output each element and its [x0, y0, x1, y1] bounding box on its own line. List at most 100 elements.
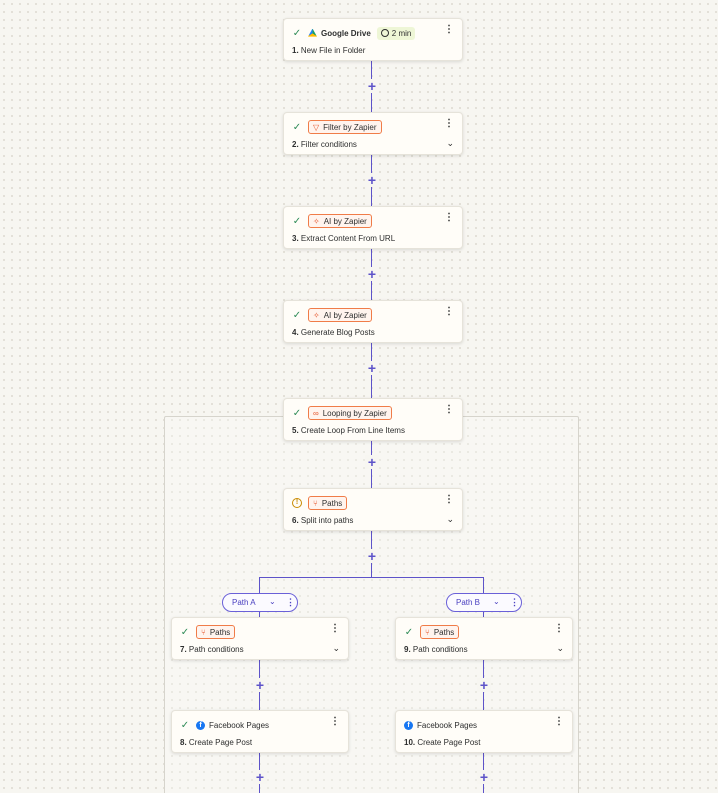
connector-line	[259, 753, 260, 770]
clock-icon	[380, 29, 389, 37]
more-options-icon[interactable]: ⋮	[444, 24, 454, 35]
more-options-icon[interactable]: ⋮	[444, 212, 454, 223]
step-card-5[interactable]: ✓ ∞ Looping by Zapier ⋮ 5. Create Loop F…	[283, 398, 463, 441]
step-title: 4. Generate Blog Posts	[292, 328, 375, 337]
paths-icon: ⑂	[201, 627, 206, 637]
paths-icon: ⑂	[313, 498, 318, 508]
add-step-plus-icon[interactable]: +	[477, 678, 491, 692]
step-header: ✓ ▽ Filter by Zapier	[292, 120, 382, 134]
path-a-pill[interactable]: Path A ⌄ ⋮	[222, 593, 298, 612]
step-title: 7. Path conditions	[180, 645, 244, 654]
app-name: Facebook Pages	[417, 720, 478, 730]
connector-line	[483, 577, 484, 594]
step-title-text: Extract Content From URL	[300, 234, 396, 243]
more-options-icon[interactable]: ⋮	[444, 494, 454, 505]
add-step-plus-icon[interactable]: +	[365, 361, 379, 375]
step-title: 5. Create Loop From Line Items	[292, 426, 405, 435]
more-options-icon[interactable]: ⋮	[330, 716, 340, 727]
step-header: ✓ ∞ Looping by Zapier	[292, 406, 392, 420]
add-step-plus-icon[interactable]: +	[365, 267, 379, 281]
step-title: 10. Create Page Post	[404, 738, 481, 747]
connector-line	[371, 469, 372, 489]
app-badge: ⑂ Paths	[196, 625, 236, 639]
add-step-plus-icon[interactable]: +	[253, 770, 267, 784]
chevron-down-icon[interactable]: ⌄	[446, 138, 454, 148]
step-title: 9. Path conditions	[404, 645, 468, 654]
app-name: Google Drive	[321, 28, 371, 38]
step-number: 8.	[180, 738, 187, 747]
step-card-4[interactable]: ✓ ✧ AI by Zapier ⋮ 4. Generate Blog Post…	[283, 300, 463, 343]
connector-line	[483, 659, 484, 678]
check-icon: ✓	[404, 626, 414, 638]
step-header: ✓ f Facebook Pages	[180, 718, 269, 732]
step-card-7[interactable]: ✓ ⑂ Paths ⋮ ⌄ 7. Path conditions	[171, 617, 349, 660]
step-title-text: Create Page Post	[417, 738, 481, 747]
warning-icon: !	[292, 498, 302, 508]
add-step-plus-icon[interactable]: +	[365, 455, 379, 469]
step-number: 5.	[292, 426, 299, 435]
more-options-icon[interactable]: ⋮	[554, 716, 564, 727]
more-options-icon[interactable]: ⋮	[510, 597, 519, 607]
check-icon: ✓	[180, 719, 190, 731]
step-title-text: Path conditions	[412, 645, 468, 654]
app-badge: f Facebook Pages	[196, 718, 269, 732]
step-number: 9.	[404, 645, 411, 654]
step-card-3[interactable]: ✓ ✧ AI by Zapier ⋮ 3. Extract Content Fr…	[283, 206, 463, 249]
connector-line	[259, 612, 260, 619]
ai-sparkle-icon: ✧	[313, 310, 320, 320]
more-options-icon[interactable]: ⋮	[444, 306, 454, 317]
step-title: 8. Create Page Post	[180, 738, 252, 747]
step-title-text: Generate Blog Posts	[300, 328, 375, 337]
check-icon: ✓	[292, 309, 302, 321]
add-step-plus-icon[interactable]: +	[253, 678, 267, 692]
add-step-plus-icon[interactable]: +	[365, 549, 379, 563]
path-b-pill[interactable]: Path B ⌄ ⋮	[446, 593, 522, 612]
step-header: ✓ ⑂ Paths	[404, 625, 460, 639]
step-card-6[interactable]: ! ⑂ Paths ⋮ ⌄ 6. Split into paths	[283, 488, 463, 531]
ai-sparkle-icon: ✧	[313, 216, 320, 226]
add-step-plus-icon[interactable]: +	[477, 770, 491, 784]
step-title: 6. Split into paths	[292, 516, 353, 525]
step-card-2[interactable]: ✓ ▽ Filter by Zapier ⋮ ⌄ 2. Filter condi…	[283, 112, 463, 155]
connector-line	[371, 343, 372, 361]
app-badge: ⑂ Paths	[308, 496, 348, 510]
branch-line	[259, 577, 484, 578]
chevron-down-icon[interactable]: ⌄	[446, 514, 454, 524]
more-options-icon[interactable]: ⋮	[554, 623, 564, 634]
check-icon: ✓	[292, 215, 302, 227]
connector-line	[371, 531, 372, 549]
connector-line	[371, 563, 372, 578]
step-header: f Facebook Pages	[404, 718, 477, 732]
more-options-icon[interactable]: ⋮	[330, 623, 340, 634]
step-title-text: Create Loop From Line Items	[300, 426, 405, 435]
step-card-10[interactable]: f Facebook Pages ⋮ 10. Create Page Post	[395, 710, 573, 753]
step-card-1[interactable]: ✓ Google Drive 2 min ⋮ 1. New File in Fo…	[283, 18, 463, 61]
step-card-9[interactable]: ✓ ⑂ Paths ⋮ ⌄ 9. Path conditions	[395, 617, 573, 660]
step-header: ✓ ✧ AI by Zapier	[292, 214, 372, 228]
step-header: ✓ ⑂ Paths	[180, 625, 236, 639]
add-step-plus-icon[interactable]: +	[365, 79, 379, 93]
step-card-8[interactable]: ✓ f Facebook Pages ⋮ 8. Create Page Post	[171, 710, 349, 753]
app-badge: ✧ AI by Zapier	[308, 308, 372, 322]
more-options-icon[interactable]: ⋮	[444, 404, 454, 415]
step-title: 2. Filter conditions	[292, 140, 357, 149]
chevron-down-icon[interactable]: ⌄	[332, 643, 340, 653]
connector-line	[259, 577, 260, 594]
chevron-down-icon[interactable]: ⌄	[269, 597, 276, 606]
chevron-down-icon[interactable]: ⌄	[493, 597, 500, 606]
more-options-icon[interactable]: ⋮	[286, 597, 295, 607]
add-step-plus-icon[interactable]: +	[365, 173, 379, 187]
paths-icon: ⑂	[425, 627, 430, 637]
connector-line	[371, 281, 372, 302]
step-number: 4.	[292, 328, 299, 337]
step-title-text: New File in Folder	[300, 46, 366, 55]
more-options-icon[interactable]: ⋮	[444, 118, 454, 129]
app-name: Looping by Zapier	[322, 408, 387, 418]
chevron-down-icon[interactable]: ⌄	[556, 643, 564, 653]
path-label: Path B	[456, 598, 481, 607]
app-name: Filter by Zapier	[323, 122, 377, 132]
connector-line	[259, 784, 260, 793]
app-name: Paths	[209, 627, 231, 637]
connector-line	[371, 441, 372, 455]
